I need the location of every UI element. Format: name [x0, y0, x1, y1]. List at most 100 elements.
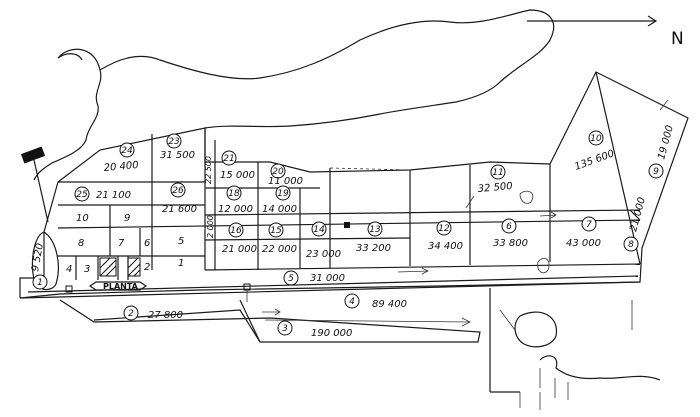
lot-11-number: 11 [492, 168, 503, 178]
lot-14-number: 14 [313, 225, 325, 235]
lot-15-number: 15 [270, 226, 282, 236]
lot-8-number: 8 [628, 240, 634, 250]
lot-24-area: 20 400 [103, 160, 139, 174]
lot-20-number: 20 [272, 167, 284, 177]
lot-2-number: 2 [128, 309, 134, 319]
lot-16: 16 21 000 [222, 222, 257, 255]
lot-8-circle [623, 236, 639, 252]
lot-25-number: 25 [76, 190, 88, 200]
lot-10-area: 135 600 [573, 148, 616, 172]
lot-9-circle [648, 163, 664, 179]
lot-15-circle [268, 222, 284, 238]
lot-4: 4 89 400 [344, 293, 407, 310]
lot-15: 15 22 000 [262, 222, 297, 255]
lot-21: 21 15 000 [220, 150, 255, 181]
lot-13-number: 13 [369, 225, 381, 235]
lot-11-circle [490, 164, 506, 180]
coastline [33, 9, 555, 181]
small-lot-2: 2 [144, 262, 150, 273]
lot-19-circle [275, 185, 291, 201]
small-lot-4: 4 [66, 264, 72, 275]
lot-12-area: 34 400 [428, 241, 463, 252]
strip-label-22500: 22 500 [204, 156, 213, 184]
lot-16-number: 16 [230, 226, 242, 236]
lot-16-circle [228, 222, 244, 238]
north-label: N [671, 29, 684, 49]
lot-20-area: 11 000 [268, 176, 303, 187]
strip-label-2000: 2 000 [206, 215, 215, 238]
lot-13: 13 33 200 [356, 221, 391, 254]
lot-7-number: 7 [586, 220, 592, 230]
lot-3: 3 190 000 [277, 320, 352, 339]
lot-25: 25 21 100 [74, 186, 131, 202]
lot-21-number: 21 [223, 154, 234, 164]
lot-13-circle [367, 221, 383, 237]
north-arrow: N [527, 15, 684, 49]
lot-26-area: 21 600 [162, 204, 197, 215]
lot-14-area: 23 000 [306, 249, 341, 260]
small-lot-7: 7 [118, 238, 125, 249]
lot-3-circle [277, 320, 293, 336]
lot-13-area: 33 200 [356, 243, 391, 254]
lot-23-area: 31 500 [160, 150, 195, 161]
small-lot-numbers: 10 9 8 7 6 5 4 3 2 1 [66, 213, 184, 275]
lot-12-number: 12 [438, 224, 450, 234]
lot-5: 5 31 000 [283, 270, 345, 286]
small-lot-10: 10 [76, 213, 89, 224]
lot-21-circle [221, 150, 237, 166]
lot-8-area: 21 000 [628, 196, 648, 233]
lot-25-area: 21 100 [96, 190, 131, 201]
lot-24-number: 24 [121, 146, 133, 156]
planta-label: PLANTA [88, 281, 148, 291]
lot-4-circle [344, 293, 360, 309]
lot-18-number: 18 [228, 189, 240, 199]
lot-2: 2 27 800 [123, 305, 183, 321]
lot-3-area: 190 000 [311, 328, 352, 339]
lot-2-area: 27 800 [148, 310, 183, 321]
lot-7-area: 43 000 [566, 238, 601, 249]
lot-7: 7 43 000 [566, 216, 601, 249]
lot-14-circle [311, 221, 327, 237]
lot-23-circle [166, 133, 182, 149]
small-lot-5: 5 [178, 236, 184, 247]
lot-6-number: 6 [506, 222, 512, 232]
lot-5-number: 5 [288, 274, 294, 284]
lot-10-circle [588, 130, 604, 146]
lot-5-area: 31 000 [310, 273, 345, 284]
lot-12-circle [436, 220, 452, 236]
lot-4-number: 4 [349, 297, 355, 307]
lot-6-circle [501, 218, 517, 234]
lot-24-circle [119, 142, 135, 158]
lot-1: 19 520 [30, 242, 48, 290]
lot-18-circle [226, 185, 242, 201]
lot-2-circle [123, 305, 139, 321]
site-boundary [19, 71, 689, 299]
lot-3-number: 3 [282, 324, 288, 334]
lot-18: 18 12 000 [218, 185, 253, 215]
lot-4-area: 89 400 [372, 299, 407, 310]
svg-text:PLANTA: PLANTA [103, 282, 139, 291]
lot-24: 24 20 400 [103, 142, 139, 174]
lot-12: 12 34 400 [428, 220, 463, 252]
lot-9: 9 19 000 [648, 124, 676, 179]
lot-14: 14 23 000 [306, 221, 341, 260]
lot-25-circle [74, 186, 90, 202]
lot-15-area: 22 000 [262, 244, 297, 255]
small-lot-9: 9 [124, 213, 130, 224]
lot-5-circle [283, 270, 299, 286]
lot-21-area: 15 000 [220, 170, 255, 181]
lot-1-number: 1 [37, 278, 43, 288]
small-lot-3: 3 [84, 264, 90, 275]
lot-19-area: 14 000 [262, 204, 297, 215]
lot-9-area: 19 000 [656, 124, 676, 161]
lot-18-area: 12 000 [218, 204, 253, 215]
lot-16-area: 21 000 [222, 244, 257, 255]
lot-9-number: 9 [653, 167, 659, 177]
lot-1-circle [32, 274, 48, 290]
